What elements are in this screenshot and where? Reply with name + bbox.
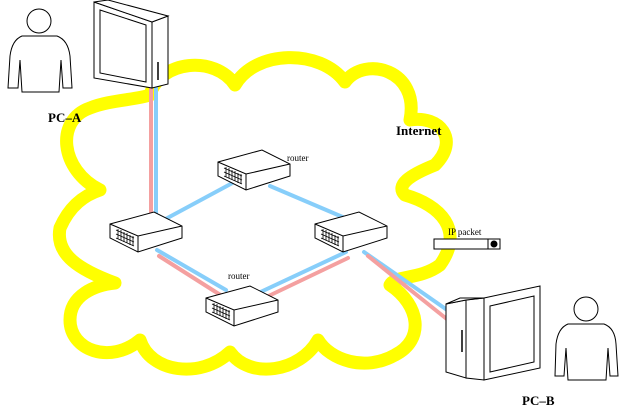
internet-label: Internet [396,123,442,138]
ip-packet-icon [433,238,501,250]
links-red [149,86,450,322]
router-icon [314,211,388,253]
desktop-computer-icon [93,0,170,89]
ip-packet-label: IP packet [448,227,482,237]
person-icon [554,296,619,381]
router-label-top: router [287,153,309,163]
pc-a-label: PC–A [48,110,82,125]
person-icon [7,8,73,93]
router-label-bottom: router [228,271,250,281]
internet-cloud [52,51,457,376]
desktop-computer-icon [445,285,541,381]
pc-b-label: PC–B [522,393,555,408]
